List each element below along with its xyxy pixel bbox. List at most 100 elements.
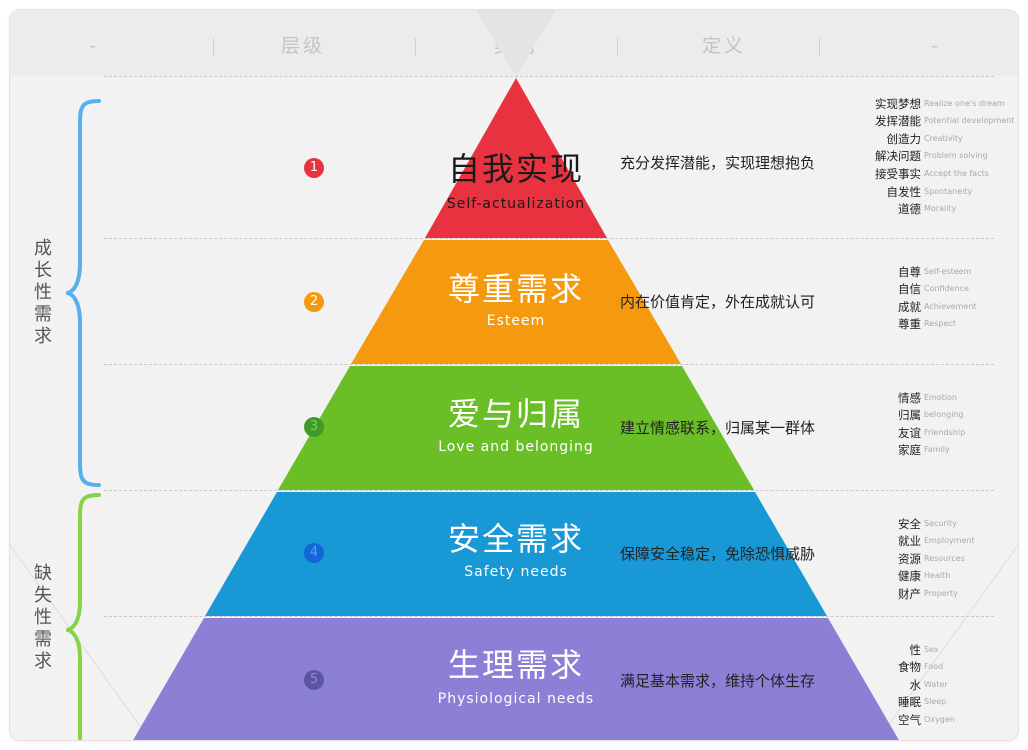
level-number-badge: 3	[304, 417, 324, 437]
keyword-zh: 家庭	[898, 443, 921, 458]
group-label-deficiency: 缺失性需求	[34, 563, 52, 672]
keyword-en: Potential development	[924, 116, 1015, 126]
keyword-zh: 成就	[898, 299, 921, 314]
group-label-growth: 成长性需求	[34, 238, 52, 347]
row-divider	[104, 238, 994, 239]
pyramid-level-2-shape	[351, 240, 681, 364]
keyword-en: Resources	[924, 553, 965, 563]
keyword-zh: 归属	[898, 408, 921, 423]
level-number-badge: 4	[304, 543, 324, 563]
level-title-zh: 尊重需求	[447, 270, 584, 308]
keyword-en: Sex	[924, 644, 939, 654]
keyword-en: Security	[924, 518, 957, 528]
keyword-en: Health	[924, 571, 951, 581]
keyword-en: Employment	[924, 536, 975, 546]
level-title-en: Self-actualization	[446, 196, 586, 212]
level-title-en: Love and belonging	[438, 439, 594, 455]
header-separator	[213, 38, 214, 56]
header-col-level: 层级	[280, 35, 325, 57]
keyword-zh: 安全	[898, 516, 921, 531]
row-divider	[104, 364, 994, 365]
keyword-zh: 实现梦想	[875, 96, 921, 111]
keyword-en: Oxygen	[924, 714, 955, 724]
keyword-en: Emotion	[924, 392, 958, 402]
keyword-zh: 解决问题	[875, 149, 921, 164]
level-title-en: Safety needs	[464, 564, 568, 580]
header-col-5: -	[931, 35, 941, 57]
level-definition: 满足基本需求，维持个体生存	[620, 672, 816, 690]
header-separator	[819, 38, 820, 56]
keyword-zh: 友谊	[898, 425, 921, 440]
level-definition: 充分发挥潜能，实现理想抱负	[620, 154, 816, 172]
keyword-en: Property	[924, 588, 958, 598]
keyword-zh: 性	[909, 642, 922, 657]
keyword-zh: 空气	[898, 712, 921, 727]
row-divider	[104, 76, 994, 77]
keyword-zh: 自发性	[886, 184, 922, 199]
level-title-zh: 生理需求	[447, 646, 584, 684]
keyword-zh: 情感	[898, 390, 921, 405]
level-definition: 建立情感联系，归属某一群体	[620, 419, 816, 437]
pyramid-level-3-shape	[278, 366, 754, 490]
pyramid-level-5-shape	[133, 618, 899, 740]
keyword-zh: 道德	[898, 202, 921, 217]
keyword-zh: 水	[909, 677, 922, 692]
keyword-zh: 自信	[898, 282, 921, 297]
keyword-en: Sleep	[924, 697, 947, 707]
level-title-en: Physiological needs	[437, 691, 595, 707]
keyword-en: Respect	[924, 319, 956, 329]
row-divider	[104, 616, 994, 617]
keyword-zh: 发挥潜能	[875, 114, 921, 129]
keyword-en: Problem solving	[924, 151, 988, 161]
keyword-en: Creativity	[924, 133, 963, 143]
pyramid	[133, 78, 899, 740]
keyword-en: Morality	[924, 204, 957, 214]
keyword-en: Family	[924, 445, 950, 455]
diagram-card: - 层级 类别 定义 - 成长性需求 缺失性需求 1	[10, 10, 1018, 740]
keyword-zh: 自尊	[898, 264, 921, 279]
keyword-en: Water	[924, 679, 948, 689]
level-title-en: Esteem	[486, 313, 546, 329]
keyword-zh: 健康	[898, 569, 921, 584]
level-number-badge: 2	[304, 292, 324, 312]
keyword-en: Friendship	[924, 427, 966, 437]
level-definition: 保障安全稳定，免除恐惧威胁	[620, 545, 816, 563]
level-title-zh: 安全需求	[447, 520, 584, 558]
header-separator	[415, 38, 416, 56]
keyword-zh: 创造力	[886, 131, 922, 146]
keyword-zh: 尊重	[898, 317, 921, 332]
keyword-zh: 接受事实	[875, 166, 921, 181]
keyword-en: Spontaneity	[924, 186, 973, 196]
keyword-en: Accept the facts	[924, 168, 989, 178]
keyword-en: Achievement	[924, 301, 977, 311]
pyramid-level-1-shape	[425, 78, 607, 238]
level-number-badge: 1	[304, 158, 324, 178]
level-number-badge: 5	[304, 670, 324, 690]
pyramid-level-4-shape	[205, 492, 827, 616]
brace-deficiency-needs	[66, 493, 101, 740]
keyword-zh: 财产	[898, 586, 921, 601]
keyword-zh: 就业	[898, 534, 921, 549]
brace-growth-needs	[66, 99, 101, 487]
